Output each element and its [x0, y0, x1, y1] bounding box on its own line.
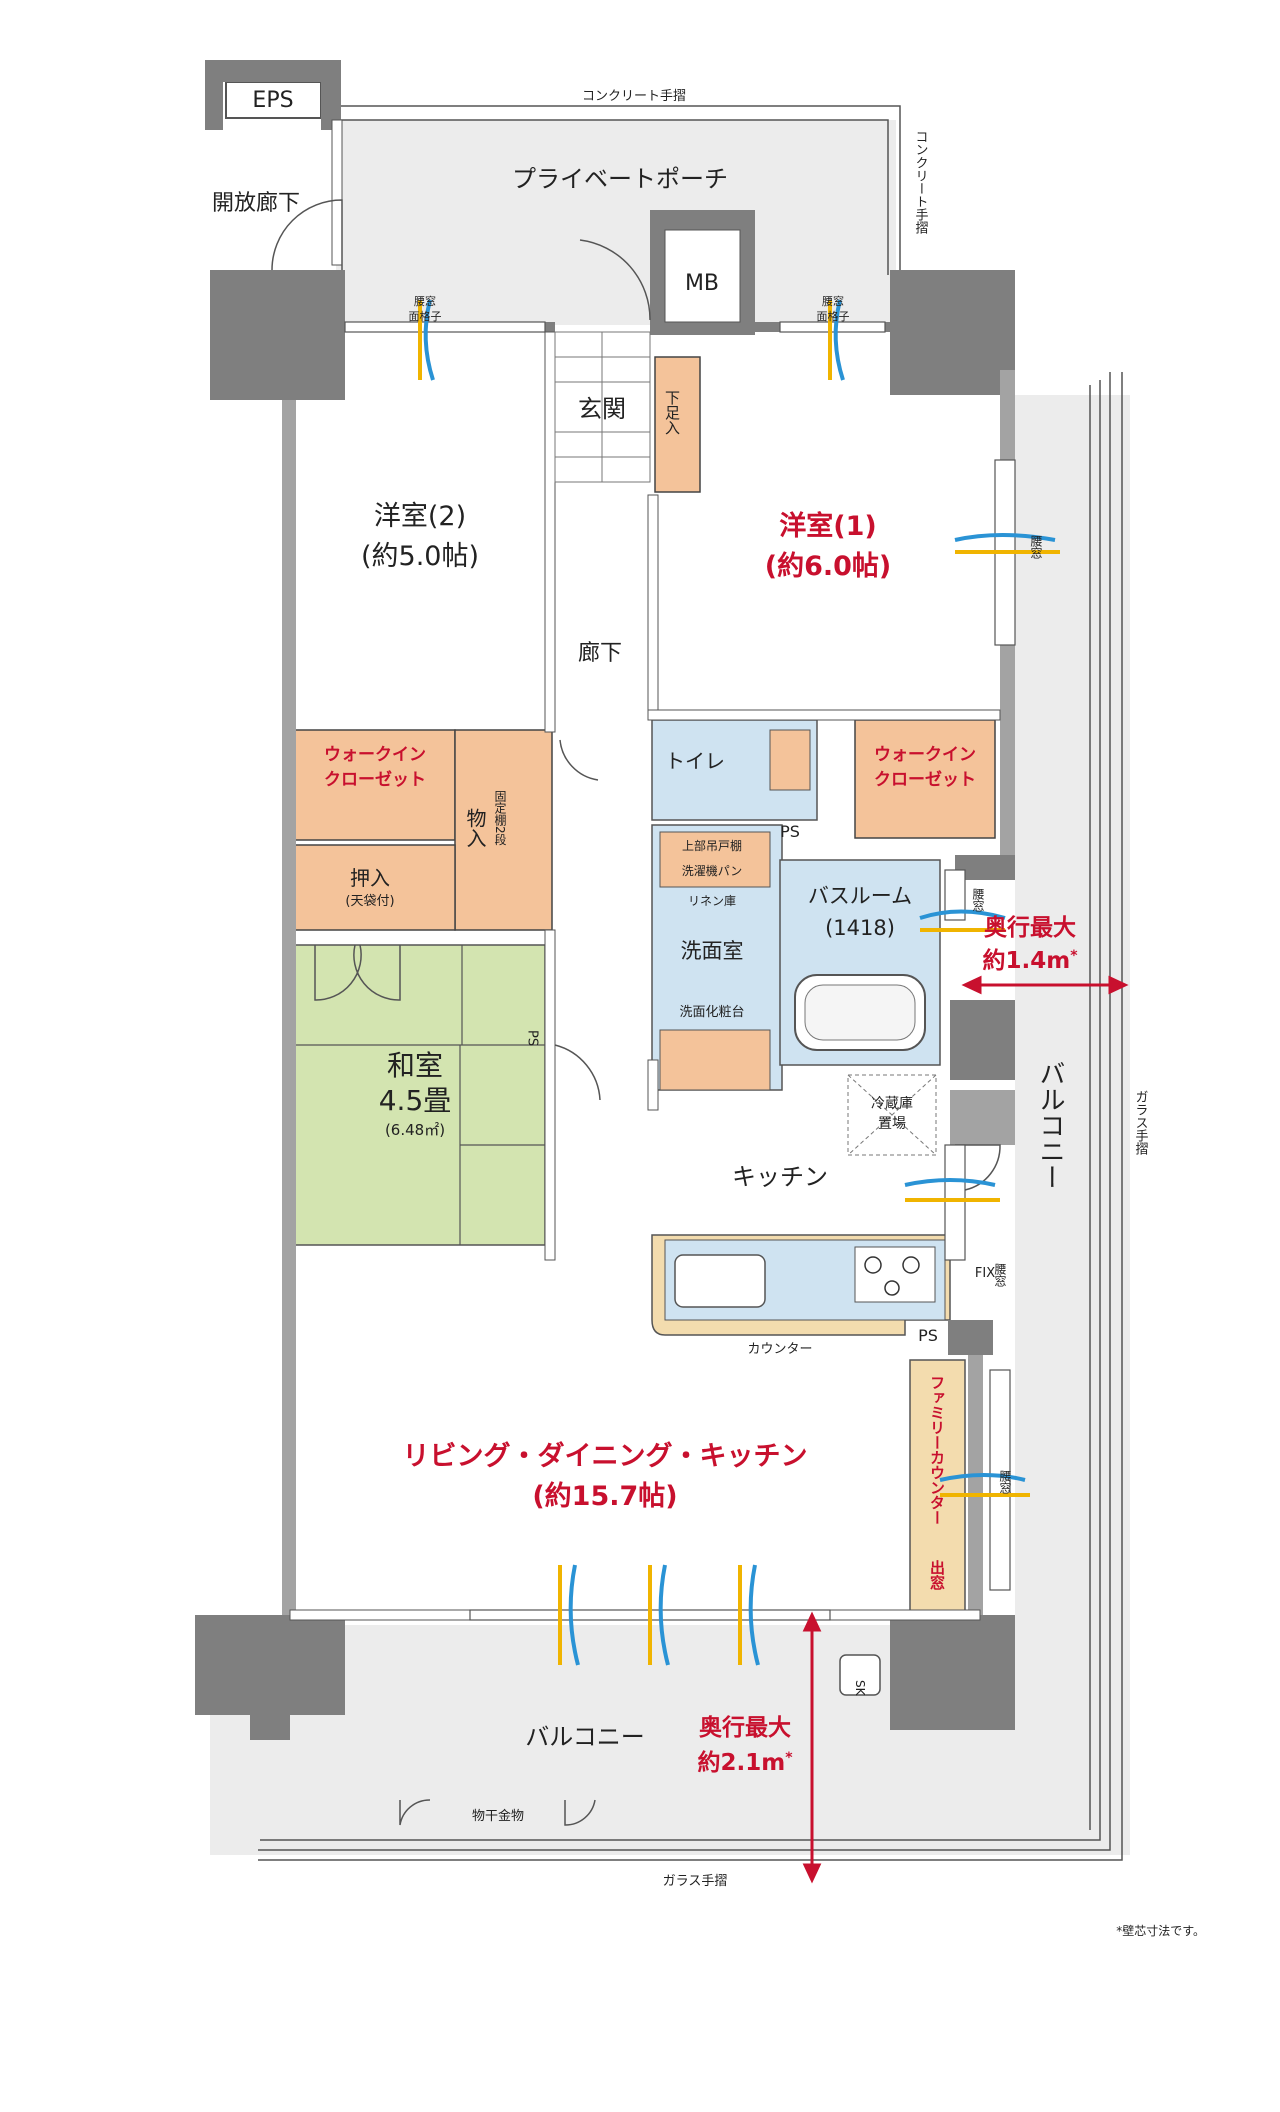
private-porch-label: プライベートポーチ: [512, 165, 728, 193]
demado-label: 出窓: [928, 1559, 946, 1591]
wic-left: [294, 729, 456, 841]
sk-sink: [839, 1654, 881, 1696]
sink: [674, 1254, 766, 1308]
wic-right-1: ウォークイン: [874, 745, 976, 765]
room1-size: (約6.0帖): [765, 550, 892, 582]
upper-cabinet: [659, 831, 771, 888]
glass-handrail: [258, 372, 1123, 1861]
glass-rail-side-label: ガラス手摺: [1133, 1090, 1149, 1155]
wic-right: [854, 719, 996, 839]
oshiire-fill: [294, 844, 456, 931]
toilet-label: トイレ: [665, 749, 725, 773]
oshiire-label: 押入: [350, 866, 390, 890]
monoire-label: 物入: [463, 808, 487, 848]
burner-icon: [864, 1256, 920, 1296]
eps-wall: [205, 60, 341, 82]
doors: [271, 199, 1001, 1826]
senmen-label: 洗面室: [681, 939, 744, 963]
shitabako-label: 下足入: [663, 390, 681, 435]
family-counter: [909, 1359, 966, 1616]
tenbukuro-label: (天袋付): [345, 894, 394, 909]
depth-bottom-asterisk: *: [785, 1750, 793, 1766]
sentakuki-pan-label: 洗濯機パン: [682, 863, 743, 878]
glass-rail-bottom-label: ガラス手摺: [663, 1874, 728, 1889]
room1-name: 洋室(1): [779, 510, 876, 542]
depth-arrow: [802, 975, 1129, 1884]
linen-label: リネン庫: [688, 894, 736, 908]
family-counter-label: ファミリーカウンター: [928, 1375, 946, 1525]
sk-label: SK: [853, 1680, 867, 1697]
wic-right-2: クローゼット: [874, 769, 976, 790]
bath-size-label: (1418): [825, 916, 895, 940]
ldk-name: リビング・ダイニング・キッチン: [403, 1440, 808, 1472]
shoe-closet: [654, 356, 701, 493]
washitsu-size: 4.5畳: [379, 1084, 452, 1117]
fridge-label-2: 置場: [878, 1116, 906, 1132]
balcony-floor-side: [1015, 395, 1130, 1635]
note-label: *壁芯寸法です。: [1116, 1923, 1205, 1938]
washitsu-ps: PS: [525, 1030, 540, 1046]
toilet-upper-cabinet: [769, 729, 811, 791]
genkan-label: 玄関: [578, 395, 626, 423]
bath-koshimado: 腰窓: [971, 888, 985, 912]
ps-label-1: PS: [780, 822, 800, 841]
monoire-fill: [454, 729, 553, 931]
depth-bottom-title: 奥行最大: [699, 1714, 791, 1741]
room2-size: (約5.0帖): [361, 541, 479, 572]
concrete-rail-side-label: コンクリート手摺: [913, 130, 929, 234]
eps-wall-right: [321, 60, 341, 130]
washitsu-floor: [289, 944, 546, 1246]
concrete-rail-top-label: コンクリート手摺: [582, 89, 686, 104]
vanity-label: 洗面化粧台: [679, 1005, 744, 1020]
open-corridor-label: 開放廊下: [212, 191, 300, 216]
concrete-handrail: [336, 105, 901, 275]
depth-side-title: 奥行最大: [984, 914, 1076, 941]
counter-label: カウンター: [747, 1342, 812, 1357]
koshimado-label-r: 腰窓: [822, 294, 844, 308]
fridge-label-1: 冷蔵庫: [871, 1095, 913, 1112]
koshimado-label-l: 腰窓: [414, 294, 436, 308]
stove: [854, 1246, 936, 1303]
mb-label: MB: [685, 271, 719, 296]
fix-label: FIX: [975, 1266, 995, 1281]
upper-cabinet-label: 上部吊戸棚: [682, 838, 742, 853]
depth-side-value-text: 約1.4m: [982, 947, 1070, 974]
kitchen-label: キッチン: [732, 1163, 828, 1191]
monohoshi-label: 物干金物: [472, 1808, 524, 1824]
ldk-koshimado: 腰窓: [998, 1470, 1012, 1494]
kitchen-koshimado: 腰窓: [993, 1263, 1007, 1287]
balcony-side-label: バルコニー: [1035, 1060, 1065, 1190]
depth-side-value: 約1.4m*: [982, 947, 1078, 974]
washitsu-name: 和室: [387, 1049, 443, 1082]
eps-wall-left: [205, 60, 223, 130]
washitsu-area: (6.48㎡): [385, 1121, 445, 1139]
vanity: [659, 1029, 771, 1091]
ps-label-2: PS: [918, 1326, 938, 1345]
balcony-bottom-label: バルコニー: [525, 1723, 645, 1751]
eps-label: EPS: [252, 88, 293, 113]
bathroom-label: バスルーム: [808, 884, 912, 908]
bathtub-inner: [804, 984, 916, 1041]
room2-name: 洋室(2): [374, 501, 466, 532]
wic-left-2: クローゼット: [324, 769, 426, 790]
room1-koshimado: 腰窓: [1029, 535, 1043, 559]
depth-bottom-value: 約2.1m*: [697, 1749, 793, 1776]
eps-box: [225, 81, 322, 119]
porch-floor: [336, 120, 896, 325]
wic-left-1: ウォークイン: [324, 745, 426, 765]
ldk-size: (約15.7帖): [532, 1480, 677, 1512]
kotei-dana-label: 固定棚2段: [493, 790, 507, 846]
menkoshi-label-l: 面格子: [409, 309, 442, 323]
menkoshi-label-r: 面格子: [817, 309, 850, 323]
depth-side-asterisk: *: [1070, 948, 1078, 964]
depth-bottom-value-text: 約2.1m: [697, 1749, 785, 1776]
wind-icon: [418, 299, 1060, 1666]
rouka-label: 廊下: [578, 641, 622, 666]
